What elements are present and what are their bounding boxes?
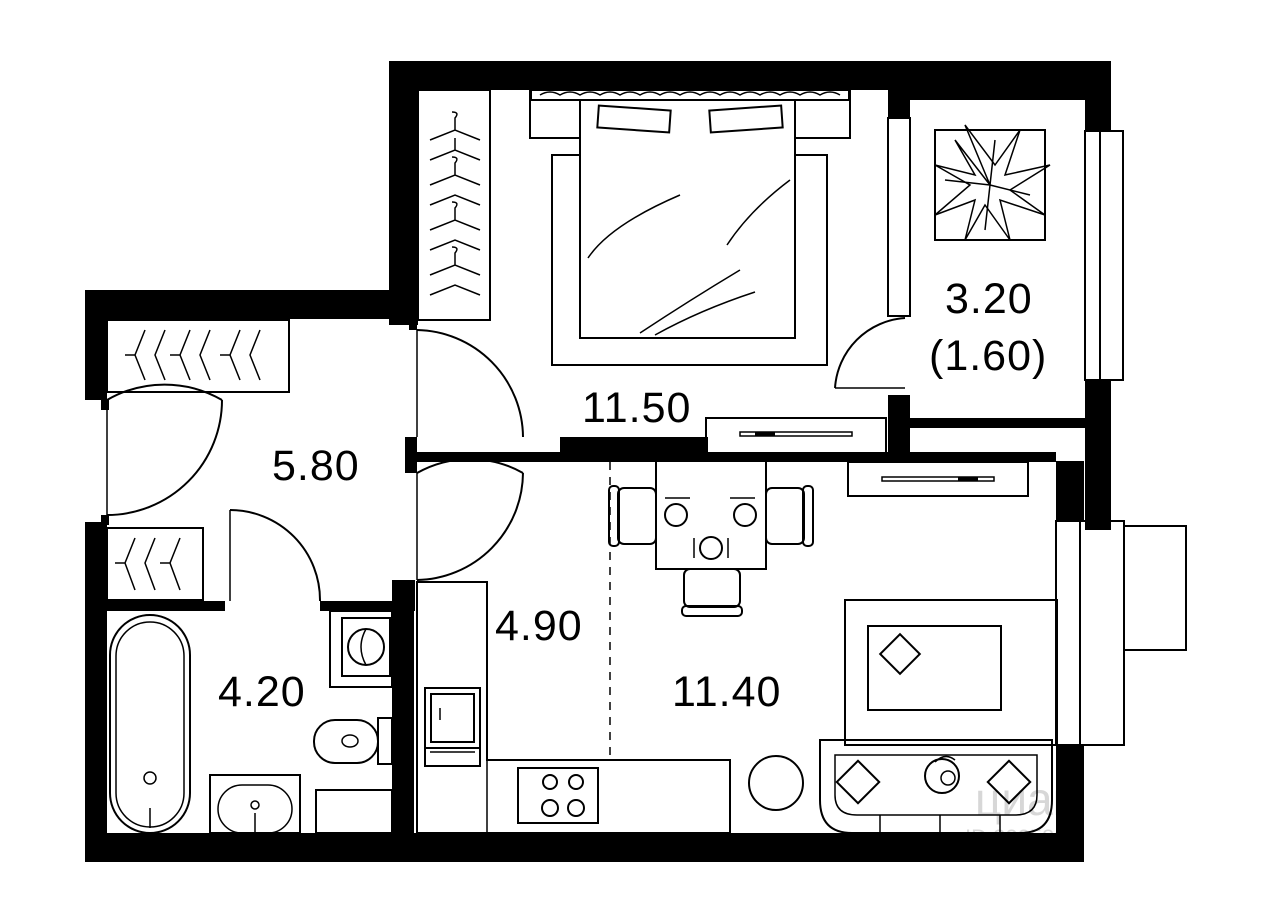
doors [106,317,906,602]
table-icon [655,460,767,570]
area-labels: 11.50 5.80 3.20 (1.60) 4.90 11.40 4.20 [218,275,1047,716]
rug [844,599,1058,746]
hanger-icon [115,537,181,591]
living-balcony-block [1123,525,1187,651]
wall-balcony-right [1085,61,1111,131]
stove-icon [517,767,599,824]
cat-icon [924,755,960,794]
tv-icon [847,461,1029,497]
bedroom-area: 11.50 [582,384,691,432]
bathroom-area: 4.20 [218,668,306,716]
living-area: 11.40 [672,668,781,716]
wall-balcony-right-2 [1085,380,1111,530]
balcony-window [1084,130,1124,381]
windows [1055,130,1187,746]
washing-machine-icon [329,610,393,688]
wall-bedroom-left [389,61,418,325]
balcony-window-inner [1099,130,1124,381]
sofa-icon [819,739,1053,834]
door-bedroom [416,329,524,438]
door-balcony [834,317,906,389]
fridge-icon [424,687,481,767]
wall-hall-stub-2 [101,515,109,525]
balcony-area: 3.20 [945,275,1033,323]
coffee-table [748,755,804,811]
hallway-area: 5.80 [272,442,360,490]
wall-top [389,61,1111,90]
chair-icon [608,485,814,617]
wall-bath-kitchen [392,580,414,862]
wall-bath-top-2 [320,601,415,611]
wall-hall-stub [101,400,109,410]
wall-closet-top [85,290,418,319]
bed-icon [529,89,851,366]
wall-bath-kitchen-2 [405,580,415,608]
wall-bath-left [85,522,107,862]
wall-balcony-left [888,90,910,118]
wall-door-stub-2 [409,318,417,330]
wall-bedroom-bottom-2 [415,452,1056,462]
wardrobe-hall-lower [106,527,204,601]
wall-living-right-lower [1056,745,1084,862]
door-bathroom [229,509,322,602]
wall-balcony-bottom [888,418,1085,428]
door-kitchen [416,472,524,581]
hanger-icon [125,329,261,381]
plant-icon [934,124,1051,241]
balcony-area-reduced: (1.60) [929,332,1047,380]
kitchen-counter [416,581,731,834]
wardrobe-bedroom [417,89,491,321]
wall-bottom [85,833,1061,862]
toilet-icon [313,717,393,765]
sink-icon [209,774,301,834]
wardrobe-hall [106,319,290,393]
living-window [1055,520,1081,746]
kitchen-area: 4.90 [495,602,583,650]
pillow [596,104,672,134]
tv-icon [705,417,887,454]
pillow [708,104,784,134]
bath-shelf [315,789,393,834]
wall-living-right [1056,461,1084,521]
wall-bath-top [105,601,225,611]
wall-balcony-top-right [910,90,1088,100]
bathtub-icon [109,614,191,834]
door-entrance [106,399,223,516]
wall-hall-left-upper [85,290,107,400]
walls [85,61,1111,862]
wall-door-stub [405,437,417,473]
balcony-partition [887,117,911,317]
hanger-icon [429,111,481,296]
living-window-frame [1079,520,1125,746]
